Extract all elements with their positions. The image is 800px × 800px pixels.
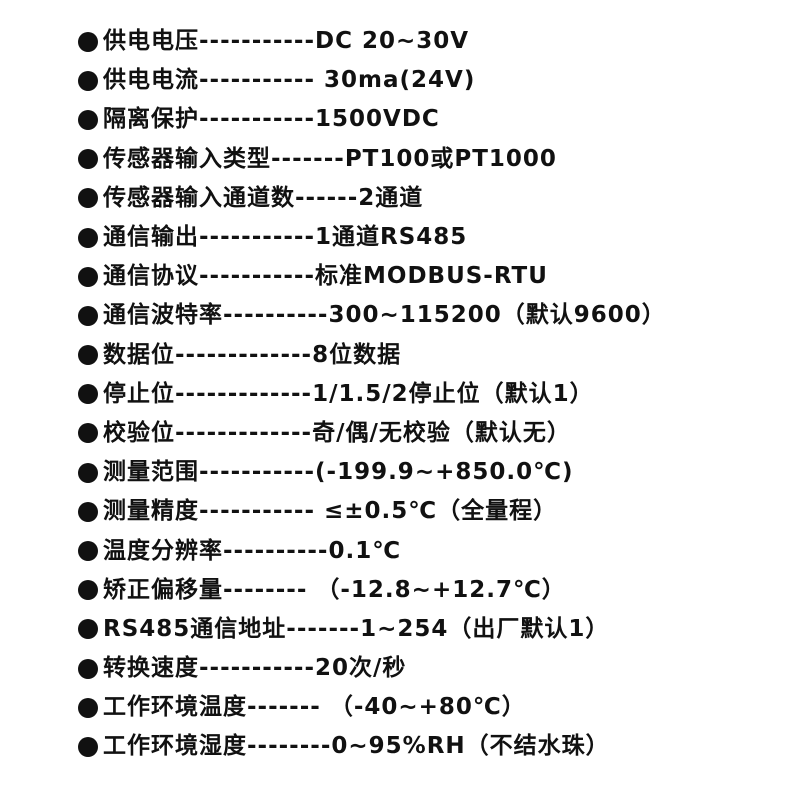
filled-circle-icon — [78, 541, 98, 562]
filled-circle-icon — [78, 619, 98, 640]
spec-text: 测量精度----------- ≤±0.5℃（全量程） — [103, 498, 558, 525]
filled-circle-icon — [78, 188, 98, 209]
spec-item-resolution: 温度分辨率----------0.1℃ — [78, 531, 778, 570]
spec-text: 通信输出-----------1通道RS485 — [103, 224, 468, 251]
spec-text: 测量范围-----------(-199.9~+850.0℃) — [103, 459, 574, 486]
filled-circle-icon — [78, 384, 98, 405]
spec-text: 停止位-------------1/1.5/2停止位（默认1） — [103, 380, 594, 407]
spec-text: 供电电流----------- 30ma(24V) — [103, 67, 476, 94]
filled-circle-icon — [78, 658, 98, 679]
spec-item-conversion-speed: 转换速度-----------20次/秒 — [78, 649, 778, 688]
spec-text: 校验位-------------奇/偶/无校验（默认无） — [103, 419, 571, 446]
filled-circle-icon — [78, 462, 98, 483]
spec-item-data-bits: 数据位-------------8位数据 — [78, 336, 778, 375]
spec-item-isolation: 隔离保护-----------1500VDC — [78, 100, 778, 139]
spec-text: 温度分辨率----------0.1℃ — [103, 537, 402, 564]
spec-item-supply-voltage: 供电电压-----------DC 20~30V — [78, 22, 778, 61]
filled-circle-icon — [78, 736, 98, 757]
spec-text: 通信波特率----------300~115200（默认9600） — [103, 302, 666, 329]
spec-item-offset: 矫正偏移量-------- （-12.8~+12.7℃） — [78, 571, 778, 610]
spec-text: 传感器输入类型-------PT100或PT1000 — [103, 145, 557, 172]
spec-item-stop-bits: 停止位-------------1/1.5/2停止位（默认1） — [78, 375, 778, 414]
filled-circle-icon — [78, 31, 98, 52]
spec-item-parity: 校验位-------------奇/偶/无校验（默认无） — [78, 414, 778, 453]
spec-text: 传感器输入通道数------2通道 — [103, 184, 424, 211]
spec-text: 工作环境温度------- （-40~+80℃） — [103, 694, 526, 721]
spec-item-supply-current: 供电电流----------- 30ma(24V) — [78, 61, 778, 100]
spec-item-baud-rate: 通信波特率----------300~115200（默认9600） — [78, 296, 778, 335]
spec-item-sensor-channels: 传感器输入通道数------2通道 — [78, 179, 778, 218]
filled-circle-icon — [78, 70, 98, 91]
spec-text: 工作环境湿度--------0~95%RH（不结水珠） — [103, 733, 610, 760]
filled-circle-icon — [78, 697, 98, 718]
filled-circle-icon — [78, 423, 98, 444]
spec-item-accuracy: 测量精度----------- ≤±0.5℃（全量程） — [78, 492, 778, 531]
filled-circle-icon — [78, 580, 98, 601]
spec-text: 数据位-------------8位数据 — [103, 341, 402, 368]
filled-circle-icon — [78, 345, 98, 366]
spec-item-rs485-address: RS485通信地址-------1~254（出厂默认1） — [78, 610, 778, 649]
spec-item-sensor-type: 传感器输入类型-------PT100或PT1000 — [78, 140, 778, 179]
filled-circle-icon — [78, 266, 98, 287]
filled-circle-icon — [78, 109, 98, 130]
filled-circle-icon — [78, 501, 98, 522]
filled-circle-icon — [78, 305, 98, 326]
spec-list: 供电电压-----------DC 20~30V 供电电流-----------… — [78, 22, 778, 767]
filled-circle-icon — [78, 227, 98, 248]
spec-text: 通信协议-----------标准MODBUS-RTU — [103, 263, 548, 290]
spec-text: 转换速度-----------20次/秒 — [103, 655, 407, 682]
spec-text: RS485通信地址-------1~254（出厂默认1） — [103, 615, 610, 642]
spec-text: 矫正偏移量-------- （-12.8~+12.7℃） — [103, 576, 566, 603]
filled-circle-icon — [78, 149, 98, 170]
spec-text: 隔离保护-----------1500VDC — [103, 106, 440, 133]
spec-item-comm-protocol: 通信协议-----------标准MODBUS-RTU — [78, 257, 778, 296]
spec-text: 供电电压-----------DC 20~30V — [103, 28, 470, 55]
spec-item-comm-output: 通信输出-----------1通道RS485 — [78, 218, 778, 257]
spec-item-operating-temperature: 工作环境温度------- （-40~+80℃） — [78, 688, 778, 727]
spec-item-measure-range: 测量范围-----------(-199.9~+850.0℃) — [78, 453, 778, 492]
spec-item-operating-humidity: 工作环境湿度--------0~95%RH（不结水珠） — [78, 727, 778, 766]
